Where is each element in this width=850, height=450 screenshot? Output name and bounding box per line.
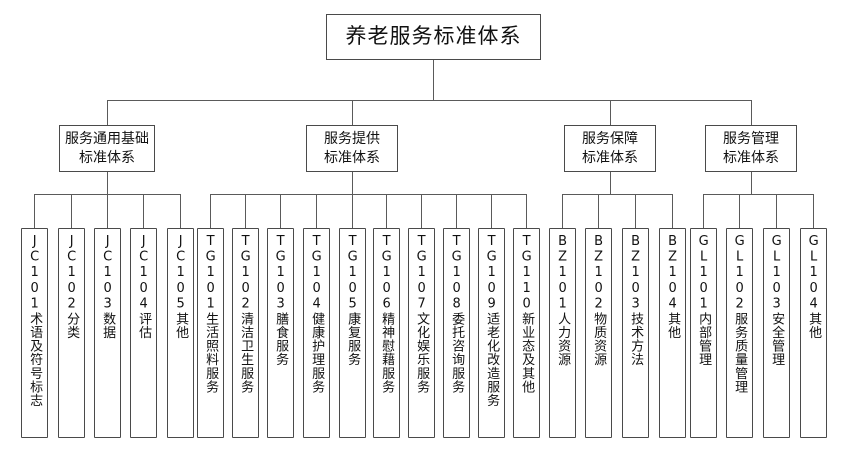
leaf-node-tg106[interactable]: TG106精神慰藉服务	[373, 228, 400, 438]
leaf-node-gl102-label: GL102服务质量管理	[732, 234, 748, 394]
level2-drop-jc	[107, 100, 108, 125]
leaf-drop-tg-10	[526, 194, 527, 228]
leaf-bus-bz	[562, 194, 672, 195]
branch-node-tg[interactable]: 服务提供 标准体系	[306, 125, 398, 172]
leaf-drop-jc-4	[143, 194, 144, 228]
leaf-node-tg104-label: TG104健康护理服务	[309, 234, 325, 394]
root-node-label: 养老服务标准体系	[345, 24, 522, 49]
leaf-node-tg108-label: TG108委托咨询服务	[449, 234, 465, 394]
leaf-node-tg110-label: TG110新业态及其他	[519, 234, 535, 394]
branch-stem-bz	[610, 172, 611, 194]
leaf-drop-tg-6	[386, 194, 387, 228]
root-node[interactable]: 养老服务标准体系	[326, 14, 541, 60]
leaf-node-tg107-label: TG107文化娱乐服务	[414, 234, 430, 394]
leaf-node-jc104[interactable]: JC104评估	[130, 228, 157, 438]
leaf-drop-tg-5	[352, 194, 353, 228]
leaf-drop-bz-1	[562, 194, 563, 228]
leaf-drop-gl-3	[776, 194, 777, 228]
root-stem	[433, 60, 434, 101]
leaf-drop-bz-3	[635, 194, 636, 228]
leaf-node-gl102[interactable]: GL102服务质量管理	[726, 228, 753, 438]
leaf-node-tg104[interactable]: TG104健康护理服务	[303, 228, 330, 438]
leaf-drop-tg-7	[421, 194, 422, 228]
leaf-node-tg102-label: TG102清洁卫生服务	[238, 234, 254, 394]
leaf-node-tg107[interactable]: TG107文化娱乐服务	[408, 228, 435, 438]
leaf-node-tg101[interactable]: TG101生活照料服务	[197, 228, 224, 438]
leaf-node-tg102[interactable]: TG102清洁卫生服务	[232, 228, 259, 438]
leaf-node-jc101-label: JC101术语及符号标志	[27, 234, 43, 408]
leaf-drop-tg-3	[280, 194, 281, 228]
leaf-node-gl103[interactable]: GL103安全管理	[763, 228, 790, 438]
leaf-node-bz103-label: BZ103技术方法	[628, 234, 644, 367]
leaf-node-gl104[interactable]: GL104其他	[800, 228, 827, 438]
branch-stem-gl	[751, 172, 752, 194]
leaf-drop-tg-2	[245, 194, 246, 228]
leaf-drop-tg-1	[210, 194, 211, 228]
branch-node-bz[interactable]: 服务保障 标准体系	[564, 125, 656, 172]
leaf-drop-tg-9	[491, 194, 492, 228]
leaf-drop-gl-1	[703, 194, 704, 228]
leaf-node-bz104-label: BZ104其他	[665, 234, 681, 340]
leaf-drop-tg-8	[456, 194, 457, 228]
leaf-drop-jc-5	[180, 194, 181, 228]
leaf-node-jc101[interactable]: JC101术语及符号标志	[21, 228, 48, 438]
branch-node-tg-label: 服务提供 标准体系	[324, 130, 380, 166]
branch-node-jc[interactable]: 服务通用基础 标准体系	[59, 125, 155, 172]
leaf-node-gl101[interactable]: GL101内部管理	[690, 228, 717, 438]
branch-node-bz-label: 服务保障 标准体系	[582, 130, 638, 166]
leaf-node-jc103-label: JC103数据	[100, 234, 116, 340]
leaf-drop-gl-2	[739, 194, 740, 228]
leaf-node-tg105-label: TG105康复服务	[345, 234, 361, 367]
leaf-node-gl101-label: GL101内部管理	[696, 234, 712, 367]
branch-stem-tg	[352, 172, 353, 194]
leaf-node-gl103-label: GL103安全管理	[769, 234, 785, 367]
leaf-drop-tg-4	[316, 194, 317, 228]
leaf-bus-gl	[703, 194, 813, 195]
leaf-drop-bz-2	[598, 194, 599, 228]
level2-drop-tg	[352, 100, 353, 125]
leaf-node-jc103[interactable]: JC103数据	[94, 228, 121, 438]
leaf-node-tg109[interactable]: TG109适老化改造服务	[478, 228, 505, 438]
leaf-node-tg105[interactable]: TG105康复服务	[339, 228, 366, 438]
leaf-node-tg103[interactable]: TG103膳食服务	[267, 228, 294, 438]
leaf-node-tg109-label: TG109适老化改造服务	[484, 234, 500, 408]
branch-node-gl[interactable]: 服务管理 标准体系	[705, 125, 797, 172]
leaf-node-jc102[interactable]: JC102分类	[58, 228, 85, 438]
leaf-drop-jc-2	[71, 194, 72, 228]
leaf-drop-jc-1	[34, 194, 35, 228]
leaf-node-bz101-label: BZ101人力资源	[555, 234, 571, 367]
leaf-drop-jc-3	[107, 194, 108, 228]
leaf-node-jc105-label: JC105其他	[173, 234, 189, 340]
branch-stem-jc	[107, 172, 108, 194]
leaf-node-bz104[interactable]: BZ104其他	[659, 228, 686, 438]
leaf-node-gl104-label: GL104其他	[806, 234, 822, 340]
leaf-node-bz103[interactable]: BZ103技术方法	[622, 228, 649, 438]
leaf-node-bz102-label: BZ102物质资源	[591, 234, 607, 367]
leaf-node-jc102-label: JC102分类	[64, 234, 80, 340]
leaf-drop-bz-4	[672, 194, 673, 228]
level2-drop-bz	[610, 100, 611, 125]
leaf-node-bz102[interactable]: BZ102物质资源	[585, 228, 612, 438]
leaf-bus-tg	[210, 194, 526, 195]
level2-drop-gl	[751, 100, 752, 125]
leaf-node-tg103-label: TG103膳食服务	[273, 234, 289, 367]
leaf-drop-gl-4	[813, 194, 814, 228]
leaf-node-tg106-label: TG106精神慰藉服务	[379, 234, 395, 394]
leaf-node-bz101[interactable]: BZ101人力资源	[549, 228, 576, 438]
leaf-node-jc105[interactable]: JC105其他	[167, 228, 194, 438]
leaf-node-jc104-label: JC104评估	[136, 234, 152, 340]
level2-bus	[107, 100, 751, 101]
leaf-node-tg108[interactable]: TG108委托咨询服务	[443, 228, 470, 438]
leaf-node-tg101-label: TG101生活照料服务	[203, 234, 219, 394]
branch-node-jc-label: 服务通用基础 标准体系	[65, 130, 149, 166]
leaf-node-tg110[interactable]: TG110新业态及其他	[513, 228, 540, 438]
branch-node-gl-label: 服务管理 标准体系	[723, 130, 779, 166]
